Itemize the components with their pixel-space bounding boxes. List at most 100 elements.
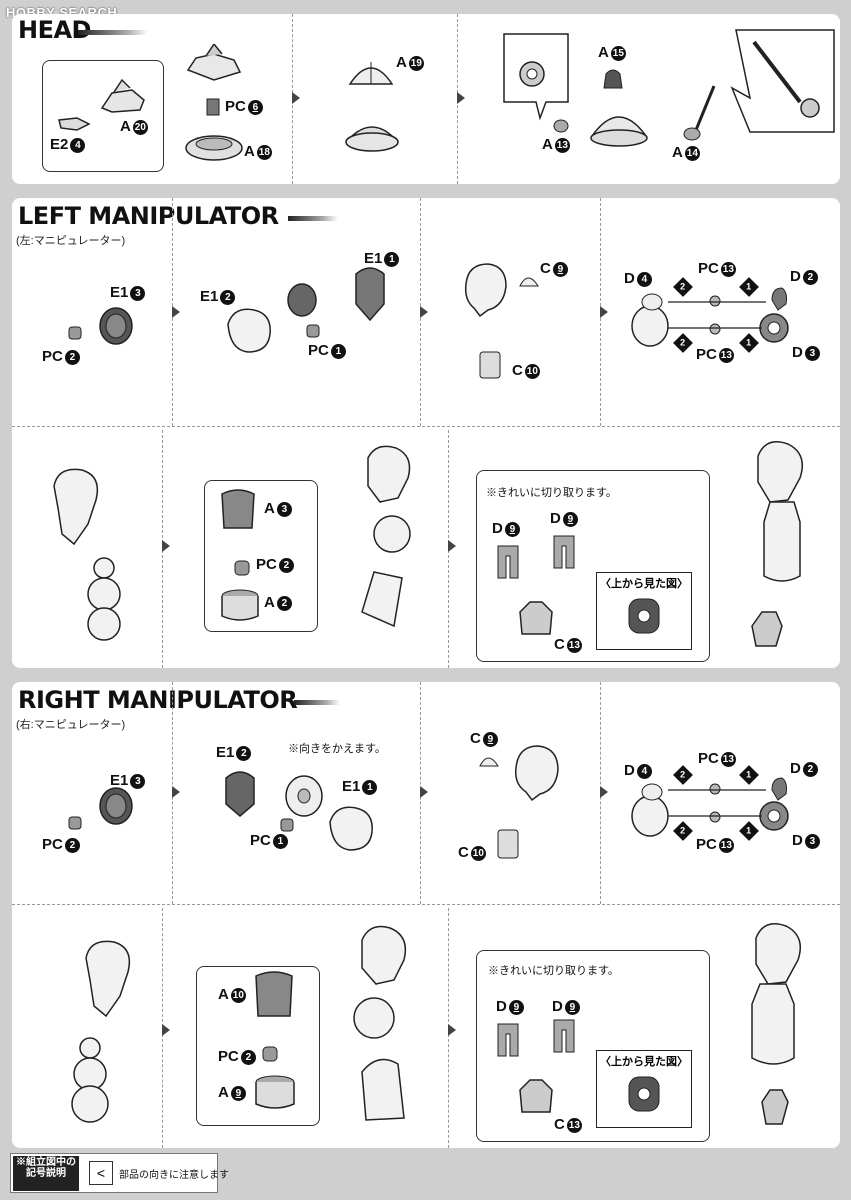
hand-part-pc1	[306, 324, 320, 338]
divider	[12, 904, 840, 905]
callout-bubble-left	[503, 33, 569, 121]
hand-part-e1-1	[355, 267, 385, 322]
step-arrow	[172, 786, 180, 798]
symbol-legend: ※組立図中の 記号説明 < 部品の向きに注意します	[10, 1153, 229, 1193]
right-subtitle: (右:マニピュレーター)	[16, 719, 126, 731]
wrist-part-d9a	[497, 1023, 519, 1057]
note-trim: ※きれいに切り取ります。	[486, 487, 617, 499]
hand-part-pc13-upper	[709, 295, 721, 307]
top-view-icon	[628, 598, 660, 634]
wrist-part-d9b	[553, 535, 575, 569]
hand-part-d4	[631, 783, 669, 837]
step-arrow	[600, 306, 608, 318]
wrist-part-c13	[519, 1079, 553, 1113]
head-part-e2	[58, 117, 91, 131]
top-view-label: 〈上から見た図〉	[600, 1056, 688, 1068]
hand-part-c10	[479, 351, 501, 379]
hand-part-d2	[771, 287, 787, 311]
step-badge-2: 2	[673, 821, 693, 841]
head-part-dome	[590, 116, 648, 147]
head-part-assembly-top	[186, 44, 242, 81]
head-part-a15	[603, 69, 623, 89]
step-arrow	[448, 540, 456, 552]
hand-part-c9	[479, 757, 499, 767]
right-title: RIGHT MANIPULATOR	[18, 686, 298, 714]
hand-part-pc13-lower	[709, 323, 721, 335]
step-arrow	[420, 306, 428, 318]
forearm-lower	[87, 557, 121, 641]
hand-part-e1-2	[287, 283, 317, 317]
head-inset	[42, 60, 164, 172]
head-part-a18	[185, 135, 243, 161]
arm-assembly-1	[353, 925, 407, 1121]
top-view-box: 〈上から見た図〉	[596, 572, 692, 650]
left-title-bar	[288, 216, 338, 221]
note-trim: ※きれいに切り取ります。	[488, 965, 619, 977]
arm-assembly-2	[751, 441, 803, 647]
hand-part-fist	[464, 263, 507, 318]
step-badge-2: 2	[673, 333, 693, 353]
legend-text: 部品の向きに注意します	[119, 1170, 229, 1181]
hand-part-disc	[285, 775, 323, 817]
divider	[12, 426, 840, 427]
assembly-lines	[668, 789, 766, 817]
hand-part-e1-2	[225, 771, 255, 817]
step-arrow	[162, 1024, 170, 1036]
head-part-base	[345, 126, 399, 152]
note-turn: ※向きをかえます。	[288, 743, 386, 755]
head-part-a13	[553, 119, 569, 133]
right-title-bar	[294, 700, 340, 705]
wrist-part-d9b	[553, 1019, 575, 1053]
top-view-icon	[628, 1076, 660, 1112]
top-view-box: 〈上から見た図〉	[596, 1050, 692, 1128]
head-part-a20	[100, 78, 145, 113]
top-view-label: 〈上から見た図〉	[600, 578, 688, 590]
forearm-upper	[53, 468, 99, 546]
step-badge-1: 1	[739, 821, 759, 841]
step-arrow	[457, 92, 465, 104]
step-arrow	[420, 786, 428, 798]
hand-part-palm	[329, 806, 373, 851]
cuff-part-a2	[221, 589, 259, 621]
hand-part-d2	[771, 777, 787, 801]
hand-part-pc13-lower	[709, 811, 721, 823]
head-title-bar	[78, 30, 148, 35]
step-arrow	[162, 540, 170, 552]
arm-assembly-1	[361, 445, 411, 628]
hand-part-pc1	[280, 818, 294, 832]
wrist-part-d9a	[497, 545, 519, 579]
wrist-part-c13	[519, 601, 553, 635]
hand-part-fist	[514, 745, 559, 802]
cuff-part-pc2	[234, 560, 250, 576]
